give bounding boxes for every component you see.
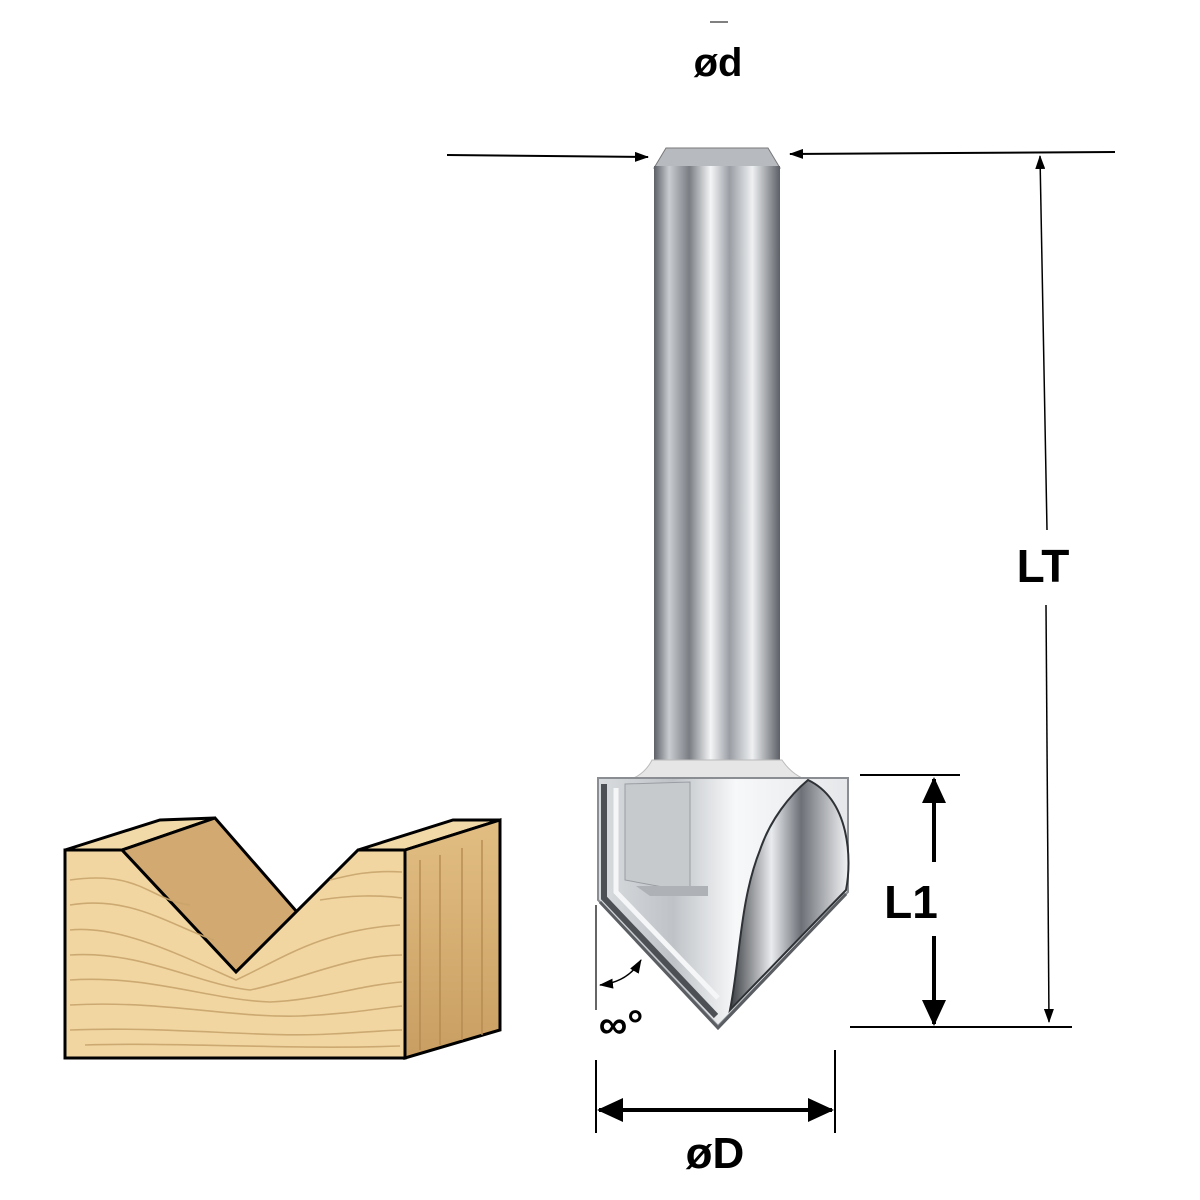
- total-length-label: LT: [1017, 540, 1070, 592]
- cutter-left-edge: [601, 784, 719, 1019]
- shank-diameter-label: ød: [694, 41, 743, 85]
- shank: [654, 166, 780, 762]
- cutter-flute-bottom: [636, 886, 708, 896]
- cutting-diameter-label: øD: [686, 1129, 745, 1178]
- wood-side-grain: [419, 840, 483, 1050]
- cutting-length-label: L1: [884, 876, 938, 928]
- angle-dimension: [595, 905, 642, 1010]
- angle-label: ∞°: [599, 1003, 644, 1047]
- cutting-length-dimension: [860, 774, 960, 1026]
- shank-diameter-dimension: [446, 21, 1116, 162]
- cutter-blade: [728, 778, 850, 1014]
- wood-grain: [69, 870, 403, 1048]
- cutter-flute: [624, 781, 691, 893]
- wood-block: [63, 816, 502, 1061]
- cutting-diameter-dimension: [595, 1050, 836, 1133]
- shank-chamfer: [653, 147, 781, 169]
- cutter-left-edge-inner: [613, 788, 720, 1000]
- total-length-dimension: [850, 155, 1072, 1028]
- wood-side-face: [403, 817, 502, 1061]
- router-bit: [597, 147, 850, 1031]
- cutter-v-edge: [598, 892, 848, 1031]
